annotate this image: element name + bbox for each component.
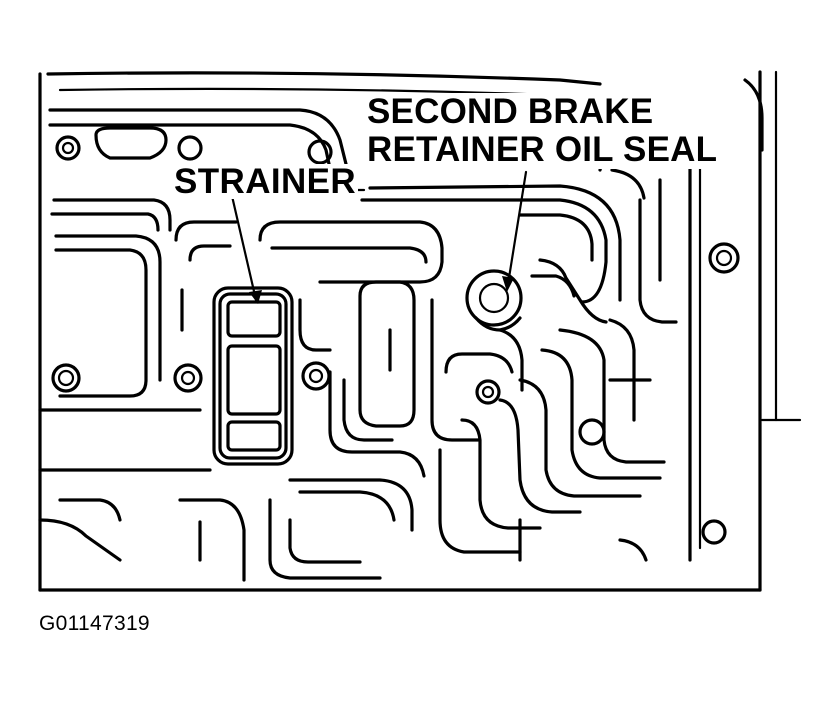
callout-line-2: RETAINER OIL SEAL [367,130,718,169]
bolt-holes [51,135,740,545]
figure-code: G01147319 [39,612,150,635]
callout-line-1: SECOND BRAKE [367,92,654,131]
oil-seal-part [465,269,523,332]
valve-body-outline [38,70,802,592]
callout-second-brake-retainer-oil-seal: SECOND BRAKE RETAINER OIL SEAL [365,92,720,169]
callout-strainer: STRAINER [172,162,359,201]
strainer-part [212,286,294,466]
oil-passages [38,108,678,582]
leader-lines [230,170,528,304]
